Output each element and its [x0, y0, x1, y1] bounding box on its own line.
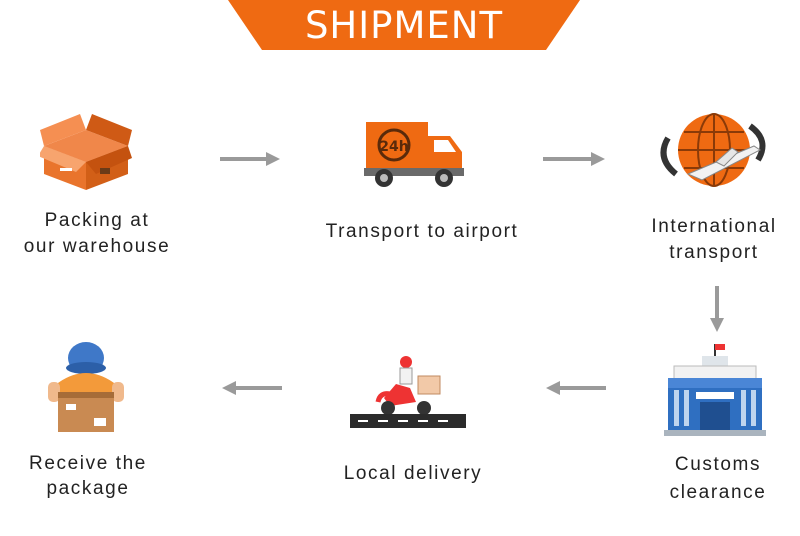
label-line: clearance — [669, 482, 767, 503]
banner-title: SHIPMENT — [304, 4, 504, 47]
arrow-left-icon — [222, 381, 282, 395]
label-line: Customs — [674, 454, 762, 475]
truck-badge: 24h — [379, 139, 408, 155]
step-label-transport-airport: Transport to airport — [300, 219, 544, 245]
label-line: transport — [669, 242, 759, 263]
step-label-international: International transport — [634, 214, 794, 266]
label-line: our warehouse — [23, 236, 171, 257]
step-label-local-delivery: Local delivery — [325, 461, 501, 487]
label-line: Transport to airport — [325, 221, 519, 242]
courier-holding-package-icon — [44, 340, 128, 441]
step-label-receive: Receive the package — [14, 451, 162, 501]
delivery-truck-24h-icon: 24h — [364, 116, 468, 195]
label-line: package — [46, 478, 130, 499]
label-line: Receive the — [29, 453, 147, 474]
step-label-customs: Customs clearance — [640, 451, 796, 507]
scooter-courier-icon — [350, 354, 470, 435]
label-line: Local delivery — [343, 463, 483, 484]
arrow-right-icon — [220, 152, 280, 166]
banner-shape — [228, 0, 580, 50]
label-line: International — [651, 216, 777, 237]
arrow-right-icon — [543, 152, 605, 166]
open-box-icon — [38, 108, 132, 195]
arrow-down-icon — [710, 286, 724, 332]
label-line: Packing at — [44, 210, 150, 231]
customs-building-icon — [664, 344, 766, 441]
arrow-left-icon — [546, 381, 606, 395]
title-banner: SHIPMENT — [228, 0, 580, 50]
step-label-packing: Packing at our warehouse — [12, 208, 182, 260]
globe-airplane-icon — [658, 108, 770, 199]
